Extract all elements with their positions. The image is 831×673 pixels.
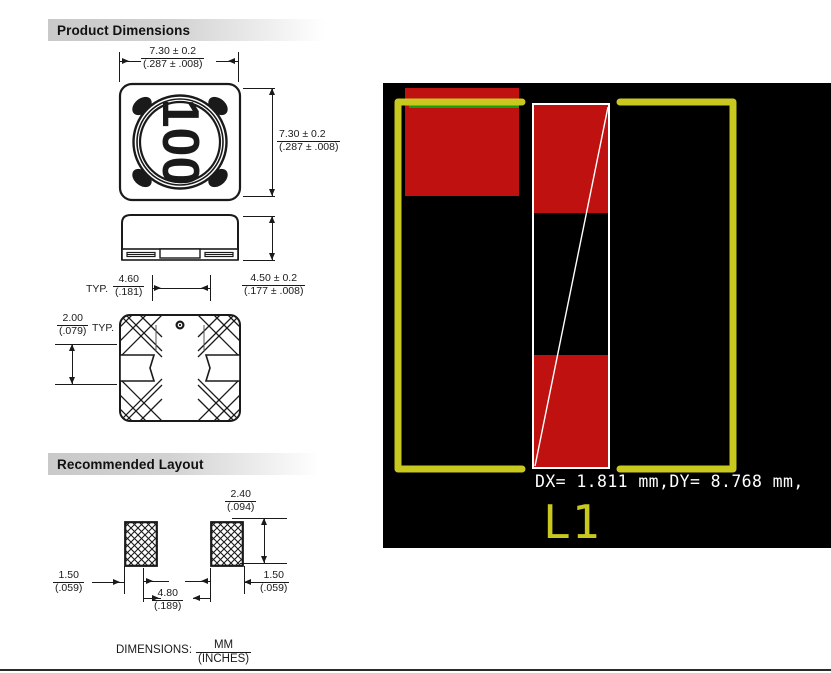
arrow-left-4	[201, 578, 208, 584]
cad-courtyard-right-bottom	[616, 319, 737, 473]
bottom-terminal-inch: (.079)	[57, 324, 89, 337]
side-typ-label: TYP.	[86, 283, 108, 295]
dim-line-6	[244, 582, 274, 583]
dim-line-3	[72, 344, 73, 384]
bottom-terminal-dimension: 2.00 (.079)	[57, 312, 89, 338]
layout-pad-gap-inch: (.189)	[152, 599, 184, 612]
dimensions-label: DIMENSIONS:	[116, 644, 193, 656]
cad-pad-center-bottom[interactable]	[534, 355, 608, 467]
dimensions-units: MM (INCHES)	[196, 639, 252, 666]
arrow-up-2	[269, 216, 275, 223]
top-view-width-dimension: 7.30 ± 0.2 (.287 ± .008)	[141, 45, 205, 71]
top-view-drawing: 100	[118, 82, 242, 202]
cad-readout-text: DX= 1.811 mm,DY= 8.768 mm,	[535, 472, 804, 491]
arrow-up-4	[261, 518, 267, 525]
bottom-terminal-mm: 2.00	[62, 312, 83, 324]
arrow-down-3	[69, 377, 75, 384]
top-width-inch: (.287 ± .008)	[141, 57, 205, 70]
arrow-left-2	[154, 285, 161, 291]
ext-line-5	[55, 344, 117, 345]
ext-line-bottom	[243, 196, 275, 197]
layout-pad-height-mm: 2.40	[230, 488, 251, 500]
layout-pad-width-left-dimension: 1.50 (.059)	[53, 569, 85, 595]
arrow-right-3	[113, 579, 120, 585]
page-bottom-rule	[0, 669, 831, 671]
bottom-view-drawing	[118, 313, 242, 423]
arrow-left	[122, 58, 129, 64]
ext-line-8	[240, 563, 287, 564]
top-view-height-dimension: 7.30 ± 0.2 (.287 ± .008)	[277, 128, 341, 154]
side-terminal-mm: 4.60	[118, 273, 139, 285]
dim-line-10	[193, 598, 210, 599]
ext-line-top	[243, 88, 275, 89]
side-height-inch: (.177 ± .008)	[242, 284, 306, 297]
ext-line-top-2	[243, 216, 275, 217]
arrow-right-5	[152, 595, 159, 601]
section-header-recommended-layout: Recommended Layout	[48, 453, 320, 475]
side-height-mm: 4.50 ± 0.2	[250, 272, 298, 284]
ext-line-12	[210, 568, 211, 602]
side-view-height-dimension: 4.50 ± 0.2 (.177 ± .008)	[242, 272, 306, 298]
layout-pad-height-dimension: 2.40 (.094)	[225, 488, 257, 514]
side-terminal-width-dimension: 4.60 (.181)	[113, 273, 145, 299]
unit-inches: (INCHES)	[196, 651, 252, 665]
top-width-mm: 7.30 ± 0.2	[149, 45, 197, 57]
dim-line-4	[264, 518, 265, 563]
dim-line-7	[143, 581, 169, 582]
layout-pad-gap-mm: 4.80	[157, 587, 178, 599]
top-view-marking-text: 100	[151, 99, 209, 186]
arrow-right	[228, 58, 235, 64]
cad-footprint-panel[interactable]: DX= 1.811 mm,DY= 8.768 mm, L1	[383, 83, 831, 548]
arrow-down-2	[269, 253, 275, 260]
cad-courtyard-right-top	[616, 98, 737, 337]
dim-line-left	[119, 61, 141, 62]
cad-canvas[interactable]: DX= 1.811 mm,DY= 8.768 mm, L1	[383, 83, 831, 548]
layout-pad-left	[124, 521, 158, 567]
layout-pad-gap-dimension: 4.80 (.189)	[152, 587, 184, 613]
cad-courtyard-left-top	[394, 98, 526, 385]
layout-pad-width-left-inch: (.059)	[53, 581, 85, 594]
arrow-left-5	[193, 595, 200, 601]
side-view-drawing	[118, 213, 242, 265]
layout-pad-width-right-inch: (.059)	[258, 581, 290, 594]
ext-line-11	[143, 568, 144, 602]
layout-pad-width-left-mm: 1.50	[58, 569, 79, 581]
unit-mm: MM	[213, 639, 234, 651]
dim-line-2	[152, 288, 210, 289]
ext-line-right	[238, 52, 239, 82]
layout-pad-right	[210, 521, 244, 567]
ext-line-bottom-2	[243, 260, 275, 261]
arrow-down	[269, 189, 275, 196]
section-header-product-dimensions: Product Dimensions	[48, 19, 325, 41]
cad-pad-center-top[interactable]	[534, 105, 608, 213]
ext-line-7	[232, 518, 287, 519]
arrow-up-3	[69, 344, 75, 351]
cad-reference-designator: L1	[543, 495, 600, 548]
top-height-inch: (.287 ± .008)	[277, 140, 341, 153]
arrow-up	[269, 88, 275, 95]
section-title-product-dimensions: Product Dimensions	[57, 22, 191, 38]
arrow-down-4	[261, 556, 267, 563]
bottom-typ-label: TYP.	[92, 322, 114, 334]
ext-line-left	[119, 52, 120, 82]
layout-pad-height-inch: (.094)	[225, 500, 257, 513]
arrow-right-2	[201, 285, 208, 291]
dim-line-right	[216, 61, 238, 62]
ext-line-6	[55, 384, 117, 385]
side-terminal-inch: (.181)	[113, 285, 145, 298]
dim-line-8	[185, 581, 210, 582]
section-title-recommended-layout: Recommended Layout	[57, 456, 204, 472]
ext-line-4	[210, 275, 211, 301]
ext-line-9	[124, 566, 125, 594]
top-height-dim-line	[272, 88, 273, 196]
cad-pin1-diagonal-line	[534, 106, 609, 467]
layout-pad-width-right-mm: 1.50	[263, 569, 284, 581]
dim-line-5	[92, 582, 124, 583]
arrow-left-3	[244, 579, 251, 585]
side-height-dim-line	[272, 216, 273, 260]
ext-line-10	[244, 566, 245, 594]
top-height-mm: 7.30 ± 0.2	[279, 128, 326, 140]
cad-courtyard-left-bottom	[394, 369, 526, 473]
arrow-right-4	[146, 578, 153, 584]
